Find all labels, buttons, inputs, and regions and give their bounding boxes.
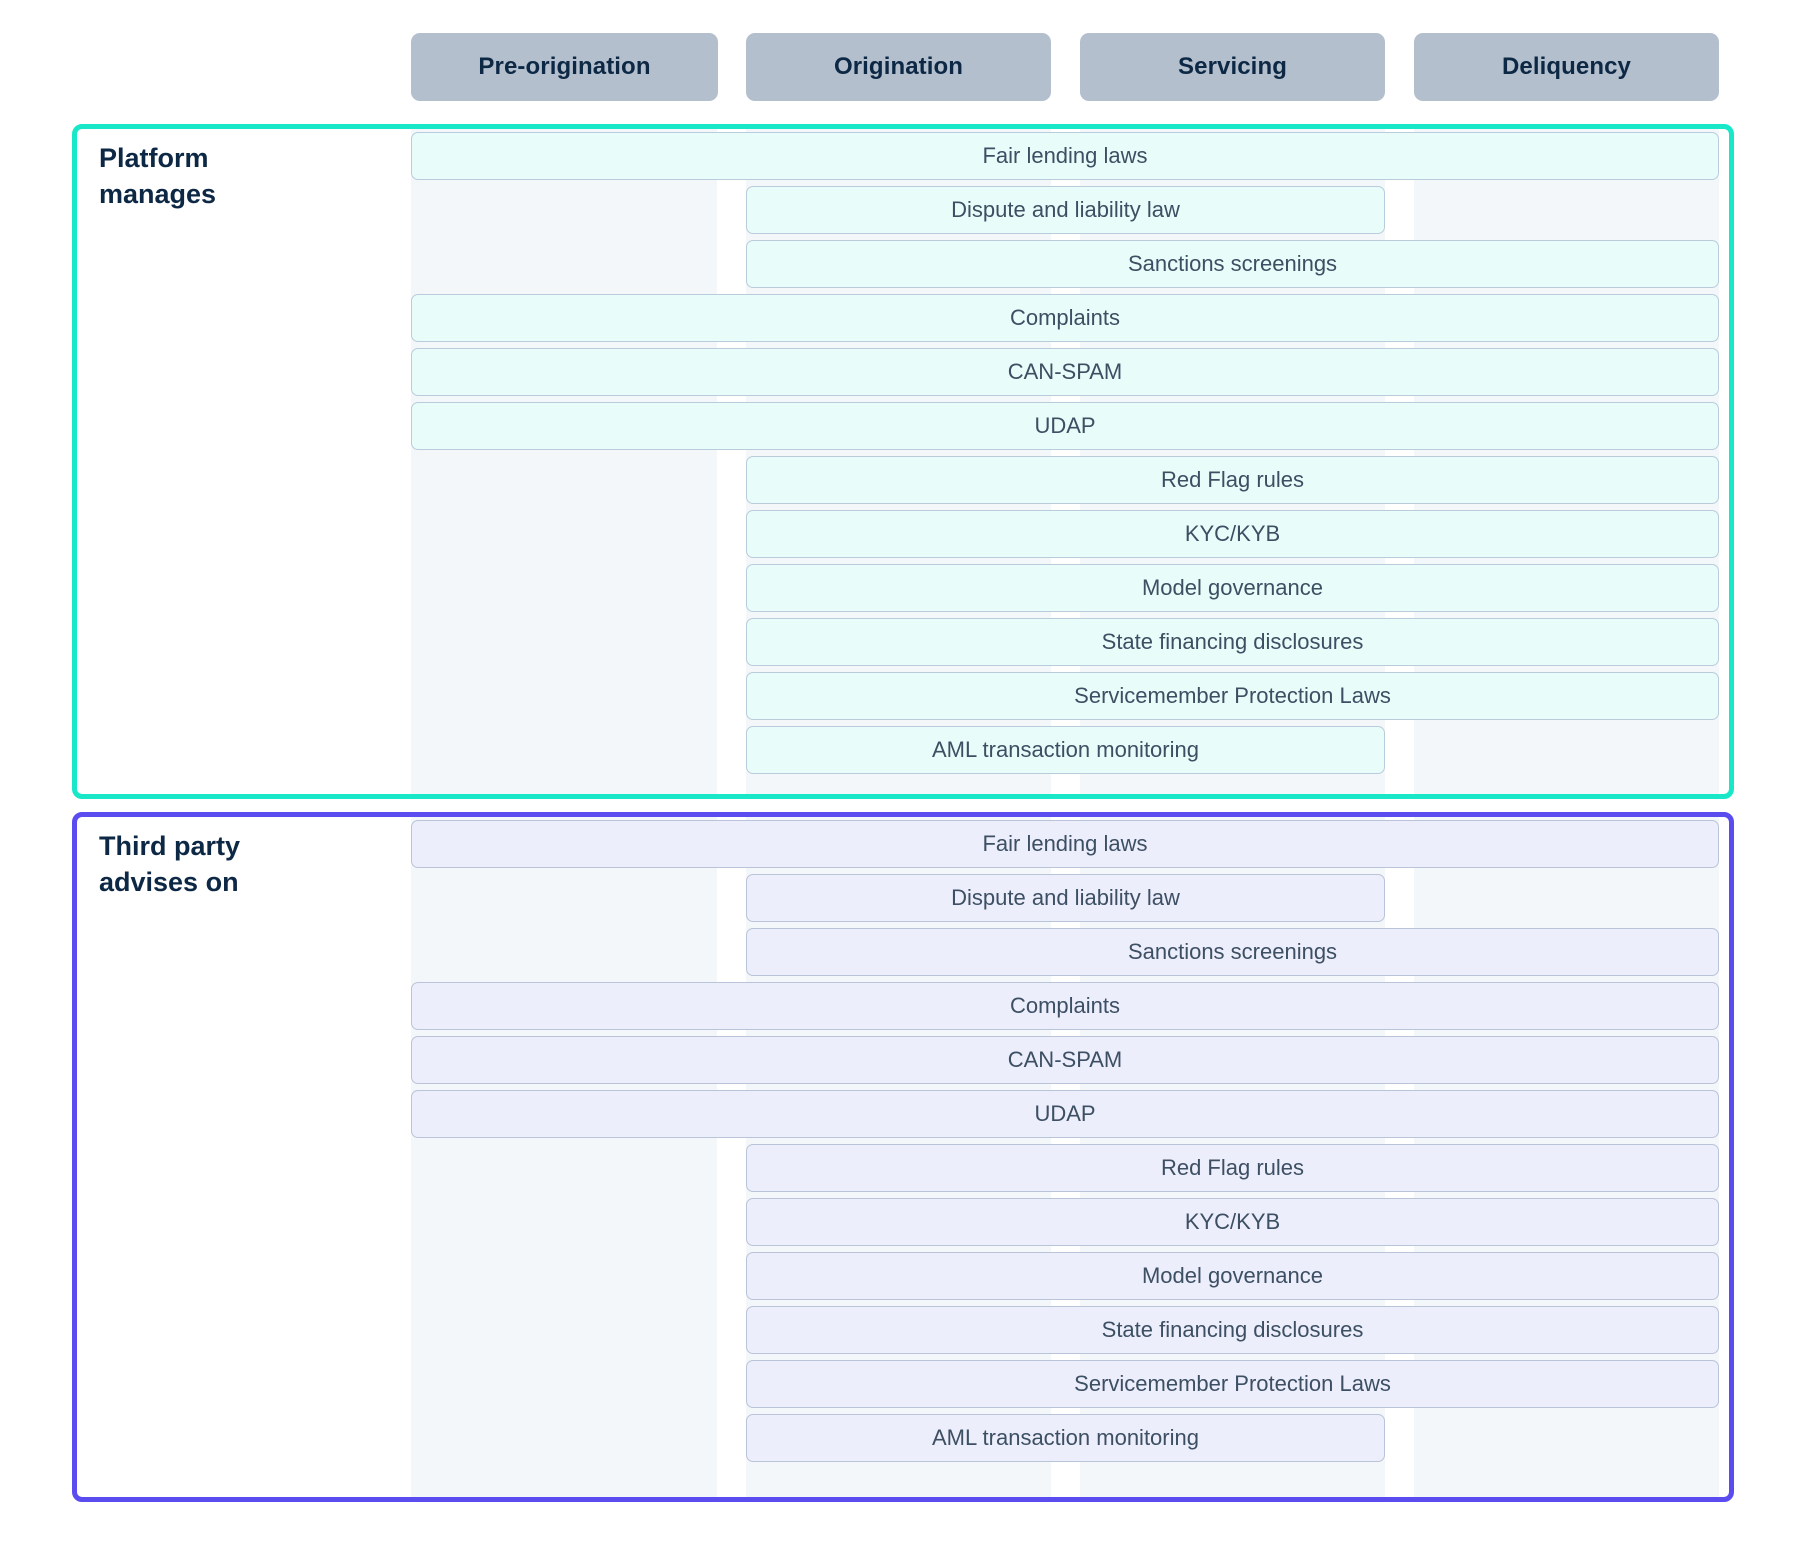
table-row: Red Flag rules [77,453,1729,507]
requirement-bar-sanctions-screenings[interactable]: Sanctions screenings [746,928,1719,976]
section-title-line-1: Third party [99,831,241,861]
requirement-label: Fair lending laws [982,831,1148,856]
requirement-label: Model governance [1141,1263,1323,1288]
column-header-origination[interactable]: Origination [746,33,1051,101]
requirement-label: KYC/KYB [1184,1209,1281,1234]
section-third-party-advises-on: Third party advises on Fair lending laws… [72,812,1734,1502]
column-header-label: Origination [833,53,964,80]
table-row: Sanctions screenings [77,237,1729,291]
requirement-bar-servicemember-protection-laws[interactable]: Servicemember Protection Laws [746,672,1719,720]
table-row: Servicemember Protection Laws [77,669,1729,723]
column-stripe-pre-origination [411,129,717,794]
requirement-bar-complaints[interactable]: Complaints [411,982,1719,1030]
requirement-label: Model governance [1141,575,1323,600]
section-title-line-2: advises on [99,866,239,897]
requirement-bar-aml-transaction-monitoring[interactable]: AML transaction monitoring [746,1414,1385,1462]
table-row: UDAP [77,399,1729,453]
requirement-bar-udap[interactable]: UDAP [411,1090,1719,1138]
column-header-label: Pre-origination [478,53,651,80]
table-row: Fair lending laws [77,817,1729,871]
requirement-bar-state-financing-disclosures[interactable]: State financing disclosures [746,1306,1719,1354]
column-header-servicing[interactable]: Servicing [1080,33,1385,101]
requirement-label: Servicemember Protection Laws [1074,1371,1391,1396]
section-platform-manages: Platform manages Fair lending laws Dispu… [72,124,1734,799]
table-row: State financing disclosures [77,615,1729,669]
column-header-pre-origination[interactable]: Pre-origination [411,33,718,101]
table-row: Dispute and liability law [77,183,1729,237]
requirement-bar-model-governance[interactable]: Model governance [746,564,1719,612]
requirement-label: Complaints [1009,305,1121,330]
table-row: CAN-SPAM [77,1033,1729,1087]
table-row: KYC/KYB [77,507,1729,561]
requirement-label: Complaints [1009,993,1121,1018]
requirement-bar-fair-lending-laws[interactable]: Fair lending laws [411,132,1719,180]
section-title-line-1: Platform [99,143,209,173]
table-row: Servicemember Protection Laws [77,1357,1729,1411]
requirement-label: Fair lending laws [982,143,1148,168]
requirement-bar-can-spam[interactable]: CAN-SPAM [411,1036,1719,1084]
requirement-label: KYC/KYB [1184,521,1281,546]
requirement-label: Red Flag rules [1160,467,1305,492]
requirement-bar-servicemember-protection-laws[interactable]: Servicemember Protection Laws [746,1360,1719,1408]
requirement-bar-dispute-and-liability-law[interactable]: Dispute and liability law [746,874,1385,922]
requirement-label: Dispute and liability law [951,197,1180,222]
table-row: Model governance [77,561,1729,615]
table-row: Complaints [77,979,1729,1033]
table-row: Model governance [77,1249,1729,1303]
table-row: KYC/KYB [77,1195,1729,1249]
requirement-bar-udap[interactable]: UDAP [411,402,1719,450]
requirement-label: CAN-SPAM [1007,1047,1123,1072]
table-row: UDAP [77,1087,1729,1141]
column-header-label: Deliquency [1501,53,1632,80]
requirement-bar-fair-lending-laws[interactable]: Fair lending laws [411,820,1719,868]
requirement-label: CAN-SPAM [1007,359,1123,384]
table-row: Red Flag rules [77,1141,1729,1195]
requirement-label: Sanctions screenings [1127,251,1338,276]
requirement-label: State financing disclosures [1101,1317,1364,1342]
requirement-label: State financing disclosures [1101,629,1364,654]
requirement-bar-kyc-kyb[interactable]: KYC/KYB [746,510,1719,558]
column-header-row: Pre-origination Origination Servicing De… [0,33,1800,101]
column-header-deliquency[interactable]: Deliquency [1414,33,1719,101]
requirement-bar-aml-transaction-monitoring[interactable]: AML transaction monitoring [746,726,1385,774]
requirement-label: Servicemember Protection Laws [1074,683,1391,708]
section-title-third-party-advises-on: Third party advises on [99,829,389,900]
column-header-label: Servicing [1178,53,1287,80]
requirement-label: Dispute and liability law [951,885,1180,910]
requirement-label: AML transaction monitoring [932,1425,1199,1450]
section-title-platform-manages: Platform manages [99,141,389,212]
requirement-bar-state-financing-disclosures[interactable]: State financing disclosures [746,618,1719,666]
table-row: Complaints [77,291,1729,345]
requirement-bar-model-governance[interactable]: Model governance [746,1252,1719,1300]
requirement-label: Red Flag rules [1160,1155,1305,1180]
requirement-bar-red-flag-rules[interactable]: Red Flag rules [746,1144,1719,1192]
requirement-bar-can-spam[interactable]: CAN-SPAM [411,348,1719,396]
requirement-bar-red-flag-rules[interactable]: Red Flag rules [746,456,1719,504]
column-stripe-pre-origination [411,817,717,1497]
table-row: Fair lending laws [77,129,1729,183]
table-row: CAN-SPAM [77,345,1729,399]
requirement-bar-complaints[interactable]: Complaints [411,294,1719,342]
table-row: State financing disclosures [77,1303,1729,1357]
table-row: AML transaction monitoring [77,1411,1729,1465]
requirement-bar-dispute-and-liability-law[interactable]: Dispute and liability law [746,186,1385,234]
row-list-platform: Fair lending laws Dispute and liability … [77,129,1729,777]
section-title-line-2: manages [99,178,217,209]
requirement-bar-sanctions-screenings[interactable]: Sanctions screenings [746,240,1719,288]
requirement-bar-kyc-kyb[interactable]: KYC/KYB [746,1198,1719,1246]
row-list-third-party: Fair lending laws Dispute and liability … [77,817,1729,1465]
requirement-label: Sanctions screenings [1127,939,1338,964]
requirement-label: UDAP [1034,413,1096,438]
table-row: AML transaction monitoring [77,723,1729,777]
table-row: Dispute and liability law [77,871,1729,925]
requirement-label: AML transaction monitoring [932,737,1199,762]
requirement-label: UDAP [1034,1101,1096,1126]
table-row: Sanctions screenings [77,925,1729,979]
